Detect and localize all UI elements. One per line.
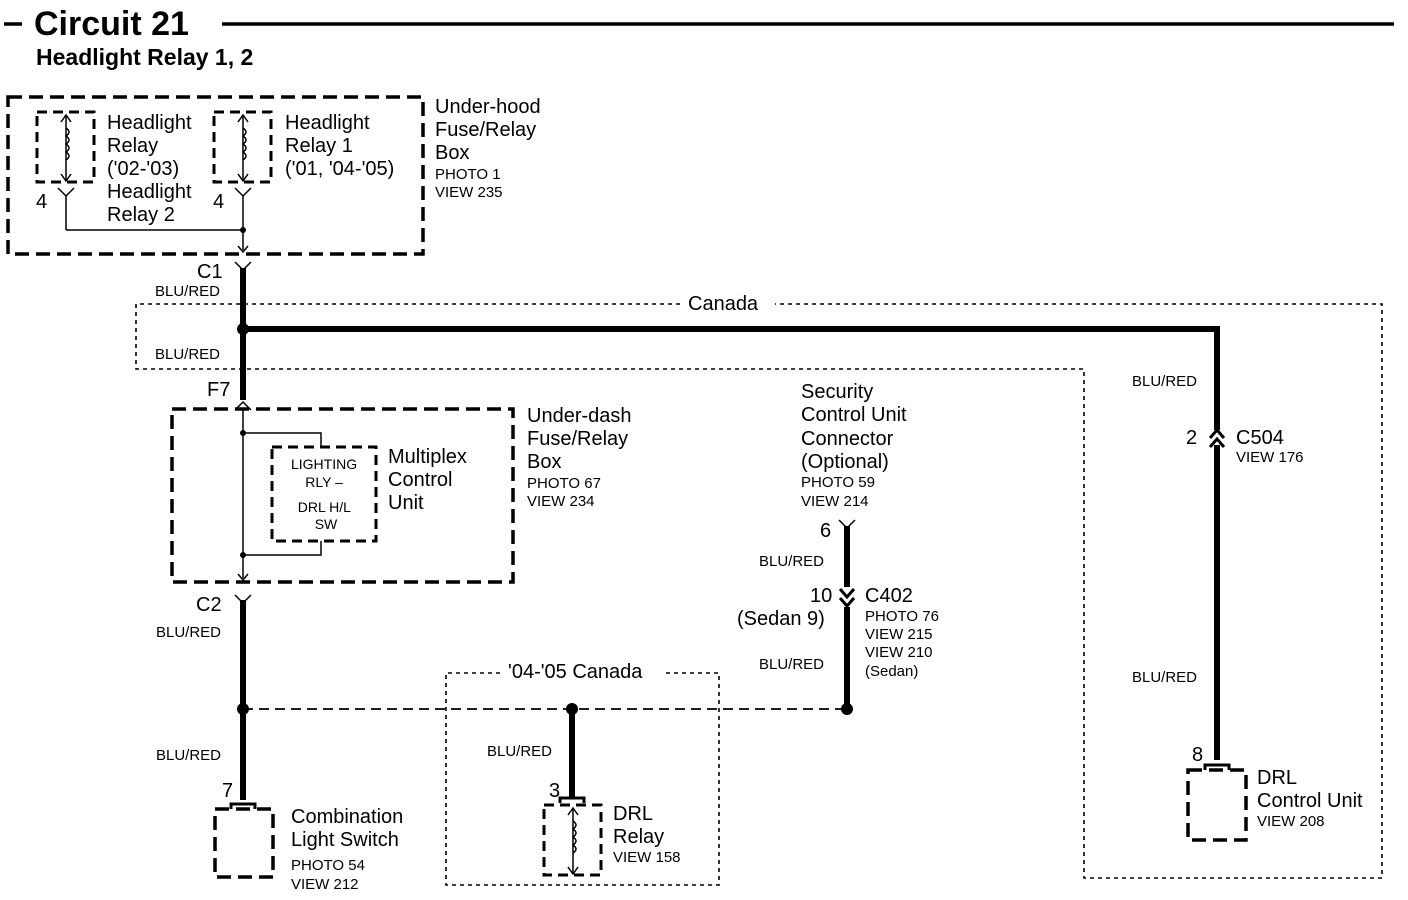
mcu-lighting-relay-label: LIGHTING RLY – DRL H/L SW bbox=[291, 456, 361, 532]
drl-relay-connector-icon bbox=[558, 796, 586, 803]
security-unit-pin: 6 bbox=[820, 520, 831, 542]
c504-view: VIEW 176 bbox=[1236, 449, 1304, 466]
c504-pin: 2 bbox=[1186, 427, 1197, 449]
connector-c1-label: C1 bbox=[197, 261, 223, 283]
wire-color-drl-relay: BLU/RED bbox=[487, 743, 552, 760]
underhood-box-photo: PHOTO 1 bbox=[435, 166, 501, 183]
switch-view: VIEW 212 bbox=[291, 876, 359, 893]
headlight-relay-1-label: Headlight Relay 1 ('01, '04-'05) bbox=[285, 112, 394, 180]
canada-0405-label: '04-'05 Canada bbox=[508, 661, 643, 683]
c402-label: C402 bbox=[865, 585, 913, 607]
wire-canada-branch bbox=[243, 326, 1220, 430]
drl-unit-view: VIEW 208 bbox=[1257, 813, 1325, 830]
c504-label: C504 bbox=[1236, 427, 1284, 449]
wire-color-switch: BLU/RED bbox=[156, 747, 221, 764]
relay-coil-icon bbox=[64, 127, 70, 161]
headlight-relay-1-pin: 4 bbox=[213, 191, 224, 213]
wire-color-c2: BLU/RED bbox=[156, 624, 221, 641]
relay-splice bbox=[240, 227, 246, 233]
wire-color-security-lower: BLU/RED bbox=[759, 656, 824, 673]
underdash-box-name: Under-dash Fuse/Relay Box bbox=[527, 405, 637, 473]
connector-c402-icon bbox=[838, 588, 856, 609]
connector-c504-icon bbox=[1208, 427, 1226, 448]
security-unit-photo: PHOTO 59 bbox=[801, 474, 875, 491]
underdash-box-view: VIEW 234 bbox=[527, 493, 595, 510]
canada-0405-region bbox=[445, 672, 720, 886]
drl-relay-view: VIEW 158 bbox=[613, 849, 681, 866]
wire-color-c1: BLU/RED bbox=[155, 283, 220, 300]
underdash-box-photo: PHOTO 67 bbox=[527, 475, 601, 492]
splice-security bbox=[841, 703, 853, 715]
underhood-box-name: Under-hood Fuse/Relay Box bbox=[435, 96, 546, 164]
wire-color-canada-trunk: BLU/RED bbox=[155, 346, 220, 363]
wire-color-security-upper: BLU/RED bbox=[759, 553, 824, 570]
circuit-subtitle: Headlight Relay 1, 2 bbox=[36, 44, 253, 70]
canada-label: Canada bbox=[688, 293, 759, 315]
drl-relay-label: DRL Relay bbox=[613, 803, 664, 848]
drl-unit-label: DRL Control Unit bbox=[1257, 767, 1363, 812]
switch-photo: PHOTO 54 bbox=[291, 857, 365, 874]
drl-control-unit bbox=[1186, 768, 1248, 842]
c402-pin: 10 bbox=[810, 585, 832, 607]
switch-pin: 7 bbox=[222, 780, 233, 802]
mcu-name: Multiplex Control Unit bbox=[388, 446, 472, 514]
headlight-relay-2-label: Headlight Relay ('02-'03) Headlight Rela… bbox=[107, 112, 197, 226]
underhood-fuse-relay-box bbox=[6, 95, 425, 256]
relay-coil-icon bbox=[241, 127, 247, 161]
relay-coil-icon bbox=[571, 820, 577, 854]
wire-color-c504-upper: BLU/RED bbox=[1132, 373, 1197, 390]
headlight-relay-2 bbox=[35, 110, 96, 230]
c402-pin-sedan: (Sedan 9) bbox=[737, 608, 825, 630]
security-unit-name: Security Control Unit Connector (Optiona… bbox=[801, 381, 912, 473]
drl-unit-pin: 8 bbox=[1192, 744, 1203, 766]
canada-region bbox=[135, 303, 1383, 879]
combination-light-switch bbox=[213, 807, 275, 879]
underdash-f7-pin: F7 bbox=[207, 379, 230, 401]
drl-relay bbox=[542, 803, 603, 877]
underdash-fuse-relay-box bbox=[170, 407, 515, 584]
security-unit-view: VIEW 214 bbox=[801, 493, 869, 510]
switch-connector-icon bbox=[229, 802, 257, 809]
switch-label: Combination Light Switch bbox=[291, 806, 409, 851]
underhood-box-view: VIEW 235 bbox=[435, 184, 503, 201]
headlight-relay-2-pin: 4 bbox=[36, 191, 47, 213]
connector-c2-label: C2 bbox=[196, 594, 222, 616]
multiplex-control-unit bbox=[270, 445, 378, 543]
drl-unit-connector-icon bbox=[1203, 763, 1231, 770]
circuit-title: Circuit 21 bbox=[34, 5, 189, 43]
drl-relay-pin: 3 bbox=[549, 780, 560, 802]
wire-color-c504-lower: BLU/RED bbox=[1132, 669, 1197, 686]
c402-references: PHOTO 76 VIEW 215 VIEW 210 (Sedan) bbox=[865, 608, 943, 680]
headlight-relay-1 bbox=[212, 110, 273, 250]
